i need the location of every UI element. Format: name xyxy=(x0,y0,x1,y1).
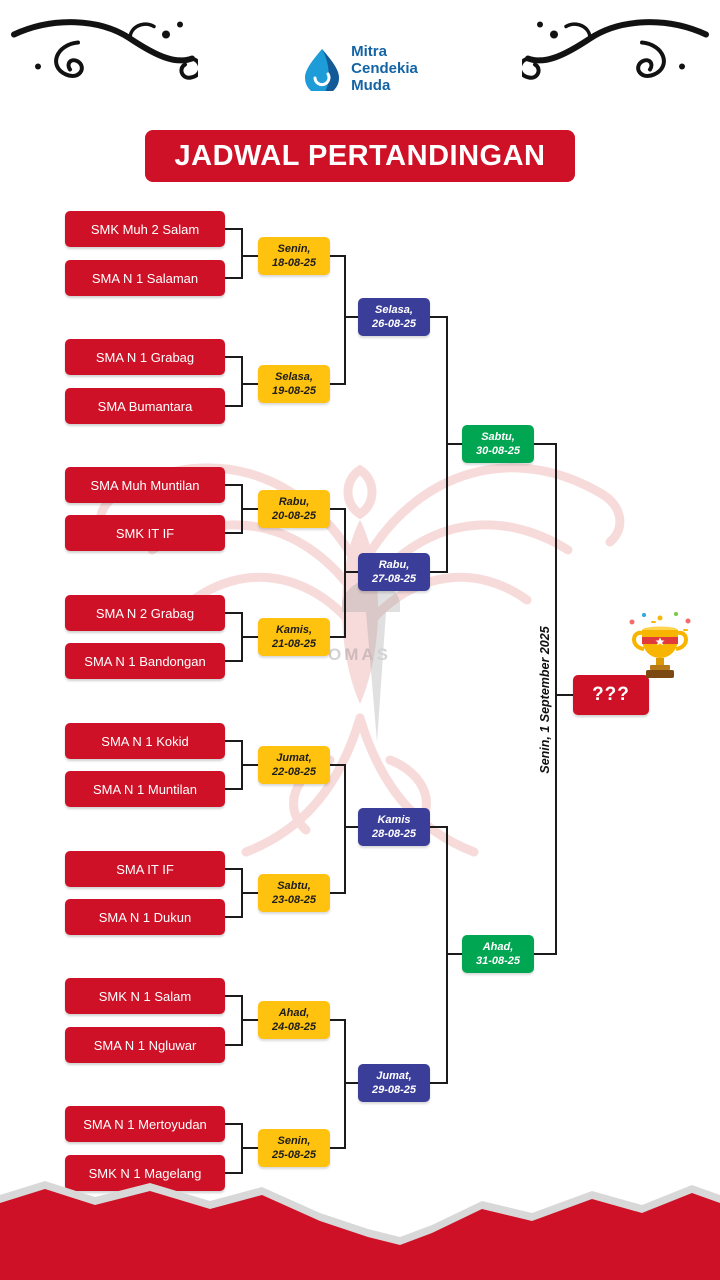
date-label: 18-08-25 xyxy=(271,257,317,269)
team-box-9: SMA N 1 Kokid xyxy=(65,723,225,759)
team-box-15: SMA N 1 Mertoyudan xyxy=(65,1106,225,1142)
day-label: Rabu, xyxy=(278,495,310,508)
day-label: Kamis xyxy=(377,813,411,826)
date-label: 31-08-25 xyxy=(475,955,521,967)
day-label: Sabtu, xyxy=(481,430,515,443)
logo-text: Mitra Cendekia Muda xyxy=(351,43,418,94)
final-connectors xyxy=(534,443,573,955)
date-label: 20-08-25 xyxy=(271,510,317,522)
semifinal-connectors xyxy=(430,316,462,1084)
logo-line-1: Mitra xyxy=(351,43,387,60)
round1-date-8: Senin, 25-08-25 xyxy=(258,1129,330,1167)
team-box-5: SMA Muh Muntilan xyxy=(65,467,225,503)
team-box-11: SMA IT IF xyxy=(65,851,225,887)
semifinal-date-1: Sabtu, 30-08-25 xyxy=(462,425,534,463)
day-label: Selasa, xyxy=(275,370,313,383)
date-label: 27-08-25 xyxy=(371,573,417,585)
logo-line-2: Cendekia xyxy=(351,59,418,77)
team-box-7: SMA N 2 Grabag xyxy=(65,595,225,631)
day-label: Selasa, xyxy=(375,303,413,316)
team-box-12: SMA N 1 Dukun xyxy=(65,899,225,935)
team-box-10: SMA N 1 Muntilan xyxy=(65,771,225,807)
round1-date-2: Selasa, 19-08-25 xyxy=(258,365,330,403)
date-label: 28-08-25 xyxy=(371,828,417,840)
team-box-13: SMK N 1 Salam xyxy=(65,978,225,1014)
quarterfinal-connectors xyxy=(330,255,358,1149)
final-winner-box: ??? xyxy=(573,675,649,715)
trophy-icon xyxy=(629,612,691,678)
day-label: Jumat, xyxy=(376,1069,412,1082)
team-box-1: SMK Muh 2 Salam xyxy=(65,211,225,247)
date-label: 21-08-25 xyxy=(271,638,317,650)
round1-connectors xyxy=(225,228,258,1174)
logo-drop-icon xyxy=(305,49,340,92)
round1-date-1: Senin, 18-08-25 xyxy=(258,237,330,275)
day-label: Senin, xyxy=(277,1134,311,1147)
logo-line-3: Muda xyxy=(351,76,391,94)
page-title: JADWAL PERTANDINGAN xyxy=(174,139,546,172)
quarterfinal-date-4: Jumat, 29-08-25 xyxy=(358,1064,430,1102)
semifinal-date-2: Ahad, 31-08-25 xyxy=(462,935,534,973)
day-label: Ahad, xyxy=(278,1006,310,1019)
quarterfinal-date-2: Rabu, 27-08-25 xyxy=(358,553,430,591)
date-label: 25-08-25 xyxy=(271,1149,317,1161)
day-label: Ahad, xyxy=(482,940,514,953)
day-label: Sabtu, xyxy=(277,879,311,892)
round1-date-6: Sabtu, 23-08-25 xyxy=(258,874,330,912)
date-label: 29-08-25 xyxy=(371,1084,417,1096)
date-label: 19-08-25 xyxy=(271,385,317,397)
title-banner: JADWAL PERTANDINGAN xyxy=(145,130,575,182)
team-box-3: SMA N 1 Grabag xyxy=(65,339,225,375)
final-date-text: Senin, 1 September 2025 xyxy=(538,626,552,774)
final-winner-placeholder: ??? xyxy=(592,684,630,705)
day-label: Rabu, xyxy=(378,558,410,571)
quarterfinal-date-3: Kamis 28-08-25 xyxy=(358,808,430,846)
round1-date-5: Jumat, 22-08-25 xyxy=(258,746,330,784)
team-box-6: SMK IT IF xyxy=(65,515,225,551)
day-label: Kamis, xyxy=(275,623,313,636)
date-label: 22-08-25 xyxy=(271,766,317,778)
date-label: 30-08-25 xyxy=(475,445,521,457)
round1-date-4: Kamis, 21-08-25 xyxy=(258,618,330,656)
team-box-4: SMA Bumantara xyxy=(65,388,225,424)
day-label: Jumat, xyxy=(276,751,312,764)
team-box-8: SMA N 1 Bandongan xyxy=(65,643,225,679)
final-date-label: Senin, 1 September 2025 xyxy=(535,620,555,780)
date-label: 24-08-25 xyxy=(271,1021,317,1033)
logo: Mitra Cendekia Muda xyxy=(0,43,720,94)
date-label: 26-08-25 xyxy=(371,318,417,330)
round1-date-7: Ahad, 24-08-25 xyxy=(258,1001,330,1039)
quarterfinal-date-1: Selasa, 26-08-25 xyxy=(358,298,430,336)
corner-flourish-right-icon xyxy=(522,19,709,80)
team-box-2: SMA N 1 Salaman xyxy=(65,260,225,296)
team-box-16: SMK N 1 Magelang xyxy=(65,1155,225,1191)
watermark-text: OMAS xyxy=(328,645,391,664)
date-label: 23-08-25 xyxy=(271,894,317,906)
round1-date-3: Rabu, 20-08-25 xyxy=(258,490,330,528)
torn-paper-edge xyxy=(0,1181,720,1280)
corner-flourish-left-icon xyxy=(11,19,198,80)
team-box-14: SMA N 1 Ngluwar xyxy=(65,1027,225,1063)
day-label: Senin, xyxy=(277,242,311,255)
